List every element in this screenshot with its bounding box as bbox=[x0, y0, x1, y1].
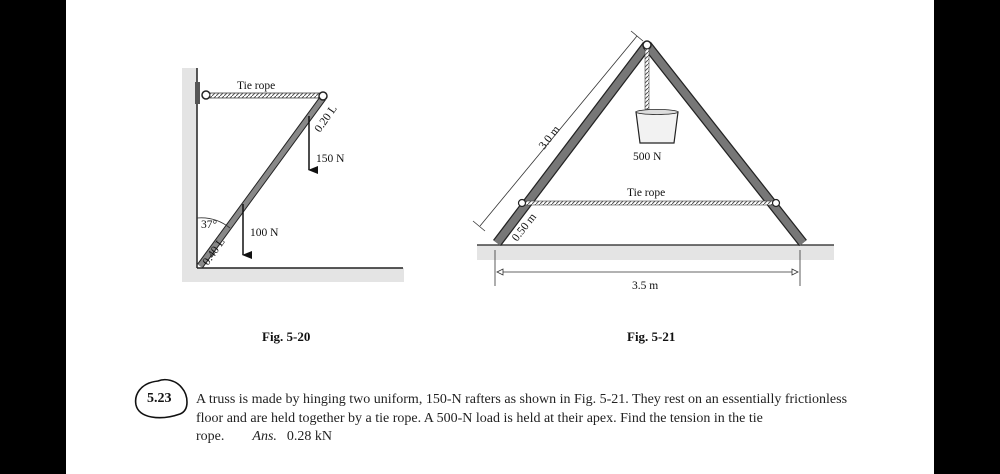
floor bbox=[182, 268, 404, 282]
weight bbox=[635, 111, 679, 144]
tie-rope-label: Tie rope bbox=[627, 187, 665, 199]
answer-value: 0.28 kN bbox=[286, 429, 333, 444]
tie-rope bbox=[523, 200, 775, 206]
problem-text: A truss is made by hinging two uniform, … bbox=[196, 392, 848, 444]
angle-label: 37° bbox=[201, 219, 218, 231]
floor bbox=[477, 245, 834, 260]
figure-caption-5-20: Fig. 5-20 bbox=[262, 329, 311, 344]
wall-bracket bbox=[195, 82, 200, 104]
figure-caption-5-21: Fig. 5-21 bbox=[627, 329, 676, 344]
rafter-length-label: 3.0 m bbox=[537, 124, 563, 152]
problem-statement: A truss is made by hinging two uniform, … bbox=[196, 391, 856, 447]
load-label: 500 N bbox=[633, 151, 662, 163]
figure-5-21: 500 N Tie rope 3.5 m 3.0 m 0.50 m bbox=[472, 30, 834, 292]
wall bbox=[182, 68, 197, 282]
tie-rope-label: Tie rope bbox=[237, 80, 275, 92]
problem-number: 5.23 bbox=[147, 391, 172, 406]
figure-5-20: Tie rope 150 N 37° 100 N 0.20 L 0.40 L bbox=[182, 68, 404, 282]
angle-arc bbox=[196, 217, 231, 229]
base-width-label: 3.5 m bbox=[632, 280, 658, 292]
tie-rope bbox=[209, 92, 323, 99]
hanging-rope bbox=[644, 48, 650, 110]
rafter-length-dimension bbox=[479, 35, 638, 227]
load-label-100: 100 N bbox=[250, 227, 279, 239]
problem-number-circle bbox=[134, 378, 188, 419]
answer-label: Ans. bbox=[252, 429, 277, 444]
load-label-150: 150 N bbox=[316, 153, 345, 165]
distance-label-lower: 0.40 L bbox=[201, 236, 228, 267]
